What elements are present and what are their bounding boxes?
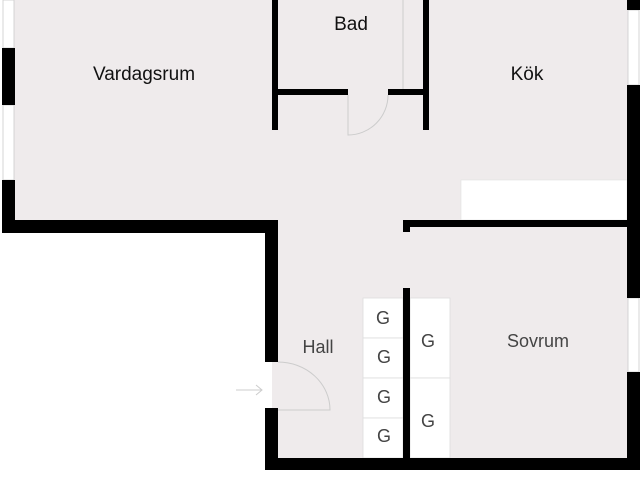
- kitchen-counter: [460, 179, 628, 221]
- closets: [362, 297, 451, 459]
- closet-label: G: [377, 387, 391, 407]
- bad-door: [347, 94, 389, 136]
- closet-label: G: [421, 411, 435, 431]
- walls: [2, 0, 640, 470]
- closet-label: G: [376, 308, 390, 328]
- entrance-arrow: [236, 384, 263, 396]
- doors: [236, 0, 404, 411]
- floor: [8, 0, 634, 464]
- closet-label: G: [377, 347, 391, 367]
- closet-label: G: [421, 331, 435, 351]
- room-label-bad: Bad: [334, 14, 368, 35]
- hall-door: [277, 361, 331, 411]
- closet-label: G: [377, 426, 391, 446]
- room-label-kok: Kök: [511, 64, 544, 85]
- room-label-vardagsrum: Vardagsrum: [93, 64, 195, 85]
- room-label-sovrum: Sovrum: [507, 331, 569, 351]
- room-label-hall: Hall: [302, 337, 333, 357]
